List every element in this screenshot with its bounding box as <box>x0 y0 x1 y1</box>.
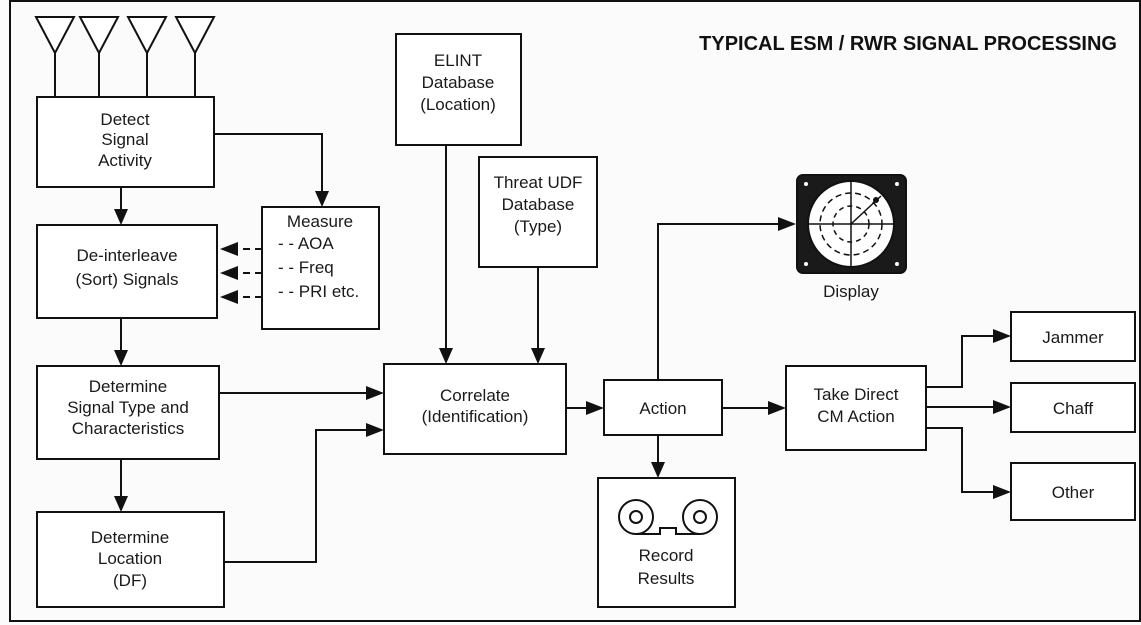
block-label-line: (Sort) Signals <box>76 270 179 289</box>
determine-location-block: Determine Location (DF) <box>36 511 225 608</box>
block-label-line: Threat UDF <box>494 173 583 192</box>
block-label-line: De-interleave <box>76 246 177 265</box>
block-label-line: Other <box>1052 483 1095 502</box>
display-label: Display <box>823 282 879 301</box>
block-label-line: CM Action <box>817 407 894 426</box>
block-label-line: Determine <box>91 528 169 547</box>
deinterleave-block: De-interleave (Sort) Signals <box>36 224 218 319</box>
block-label-line: (Identification) <box>422 407 529 426</box>
block-label-line: (DF) <box>113 571 147 590</box>
block-label-line: Chaff <box>1053 399 1094 418</box>
other-block: Other <box>1010 462 1136 521</box>
block-label-line: Activity <box>98 151 152 170</box>
tape-reels-icon <box>618 499 718 535</box>
block-label-line: Determine <box>89 377 167 396</box>
display-radar-icon <box>796 174 907 274</box>
block-label-line: Take Direct <box>813 385 898 404</box>
jammer-block: Jammer <box>1010 311 1136 362</box>
block-label-line: Correlate <box>440 386 510 405</box>
block-label-line: ELINT <box>434 51 482 70</box>
correlate-block: Correlate (Identification) <box>383 363 567 455</box>
detect-signal-activity-block: Detect Signal Activity <box>36 96 215 188</box>
diagram-border <box>9 0 1141 622</box>
block-label-line: Signal <box>101 130 148 149</box>
block-label-line: Jammer <box>1042 328 1104 347</box>
action-block: Action <box>603 379 723 436</box>
block-label-line: Characteristics <box>72 419 184 438</box>
block-label-line: - - AOA <box>278 234 334 253</box>
diagram-title: TYPICAL ESM / RWR SIGNAL PROCESSING <box>699 33 1117 55</box>
measure-block: Measure - - AOA - - Freq - - PRI etc. <box>261 206 380 330</box>
take-cm-action-block: Take Direct CM Action <box>785 365 927 451</box>
connector-lines <box>114 133 1011 563</box>
block-label-line: Measure <box>287 212 353 231</box>
block-label-line: - - Freq <box>278 258 334 277</box>
antenna-array-icon <box>34 16 216 97</box>
elint-database-block: ELINT Database (Location) <box>395 33 522 146</box>
block-label-line: Action <box>639 399 686 418</box>
chaff-block: Chaff <box>1010 382 1136 433</box>
block-label-line: Results <box>638 569 695 588</box>
block-label-line: Record <box>639 546 694 565</box>
block-label-line: (Type) <box>514 217 562 236</box>
block-label-line: (Location) <box>420 95 496 114</box>
determine-signal-type-block: Determine Signal Type and Characteristic… <box>36 365 220 460</box>
block-label-line: - - PRI etc. <box>278 282 359 301</box>
block-label-line: Detect <box>100 110 149 129</box>
block-label-line: Database <box>422 73 495 92</box>
block-label-line: Database <box>502 195 575 214</box>
record-results-block: Record Results <box>597 477 736 608</box>
threat-udf-database-block: Threat UDF Database (Type) <box>478 156 598 268</box>
block-label-line: Location <box>98 549 162 568</box>
block-label-line: Signal Type and <box>67 398 189 417</box>
